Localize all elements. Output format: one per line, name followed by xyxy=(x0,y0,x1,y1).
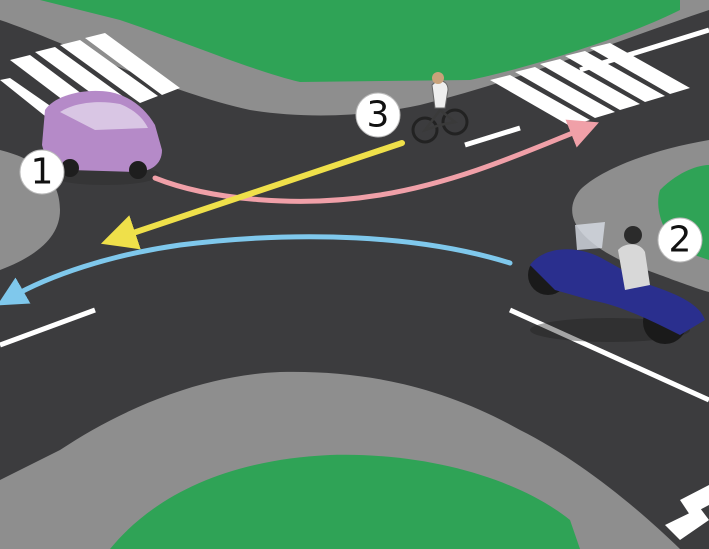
lane-marking-top xyxy=(464,125,521,148)
crosswalk-stripe xyxy=(60,40,158,103)
crosswalk-stripe xyxy=(515,67,615,118)
motorcycle-body xyxy=(530,249,705,335)
path-arrow-bicycle xyxy=(100,140,405,250)
crosswalk-stripe xyxy=(565,51,665,102)
path-arrow-motorcycle xyxy=(0,234,513,306)
bicycle xyxy=(411,72,469,144)
road-surface xyxy=(0,10,709,549)
bicycle-frame xyxy=(421,108,458,133)
car-wheel xyxy=(129,161,147,179)
lane-marking-right xyxy=(508,307,709,403)
lane-markings xyxy=(0,27,709,403)
crosswalk-stripe xyxy=(680,485,709,515)
crosswalk-stripe xyxy=(665,508,709,540)
car-windshield xyxy=(60,102,148,130)
bicycle-front-wheel xyxy=(411,116,439,144)
label-circle xyxy=(19,149,65,195)
label-text-motorcycle: 2 xyxy=(669,220,692,261)
lane-marking-left xyxy=(0,307,96,348)
crosswalk-stripe xyxy=(490,75,590,126)
label-bicycle: 3 xyxy=(355,92,401,138)
bicycle-rear-wheel xyxy=(441,108,469,136)
crosswalk-stripe xyxy=(590,43,690,94)
cyclist-body xyxy=(431,80,449,109)
crosswalk-top-right xyxy=(490,43,690,126)
crosswalk-bottom-right xyxy=(665,485,709,540)
label-text-bicycle: 3 xyxy=(367,95,390,136)
grass-bottom xyxy=(110,454,580,549)
rider-body xyxy=(618,244,650,290)
label-circle xyxy=(657,217,703,263)
path-arrow-car xyxy=(152,119,599,204)
car-wheel xyxy=(61,159,79,177)
motorcycle-windscreen xyxy=(575,222,605,250)
grass-top xyxy=(40,0,680,82)
label-circle xyxy=(355,92,401,138)
label-motorcycle: 2 xyxy=(657,217,703,263)
crosswalk-stripe xyxy=(85,33,180,95)
label-text-car: 1 xyxy=(31,152,54,193)
crosswalk-stripe xyxy=(540,59,640,110)
lane-marking-top-far xyxy=(579,27,709,73)
motorcycle xyxy=(528,222,705,344)
label-car: 1 xyxy=(19,149,65,195)
car xyxy=(42,90,162,185)
cyclist-head xyxy=(432,72,444,84)
rider-helmet xyxy=(624,226,642,244)
